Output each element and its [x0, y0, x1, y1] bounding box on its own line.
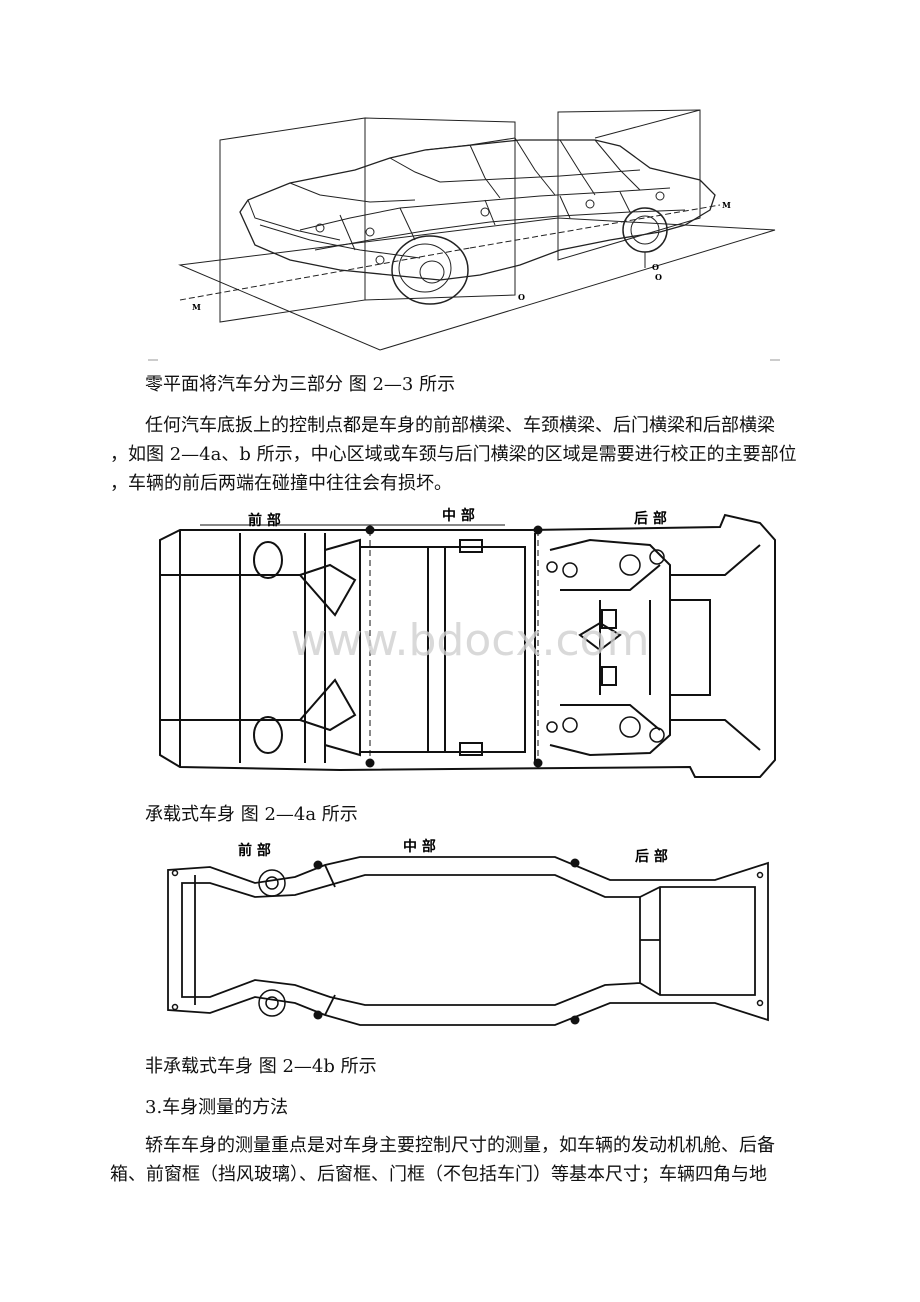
- paragraph-line-2: 箱、前窗框（挡风玻璃）、后窗框、门框（不包括车门）等基本尺寸；车辆四角与地: [110, 1164, 767, 1185]
- label-middle: 中 部: [442, 507, 475, 524]
- frame-chassis-figure: 前 部 中 部 后 部: [167, 838, 769, 1026]
- paragraph-measurement: 轿车车身的测量重点是对车身主要控制尺寸的测量，如车辆的发动机机舱、后备 箱、前窗…: [110, 1131, 810, 1189]
- paragraph-line-1: 任何汽车底扳上的控制点都是车身的前部横梁、车颈横梁、后门横梁和后部横梁: [145, 415, 775, 436]
- o-label-right-2: O: [655, 272, 662, 282]
- paragraph-line-3: ，车辆的前后两端在碰撞中往往会有损坏。: [110, 473, 452, 494]
- paragraph-line-2: ，如图 2—4a、b 所示，中心区域或车颈与后门横梁的区域是需要进行校正的主要部…: [110, 444, 797, 465]
- paragraph-line-1: 轿车车身的测量重点是对车身主要控制尺寸的测量，如车辆的发动机机舱、后备: [145, 1135, 775, 1156]
- o-label-center: O: [518, 292, 525, 302]
- watermark: www.bdocx.com: [291, 615, 650, 666]
- section-heading: 3.车身测量的方法: [145, 1097, 289, 1118]
- unibody-underbody-figure: www.bdocx.com 前 部 中 部 后 部: [159, 507, 776, 778]
- m-label-right: M: [722, 200, 731, 210]
- car-zero-plane-figure: M M O O O: [148, 109, 780, 361]
- paragraph-control-points: 任何汽车底扳上的控制点都是车身的前部横梁、车颈横梁、后门横梁和后部横梁 ，如图 …: [110, 411, 810, 498]
- m-label-left: M: [192, 302, 201, 312]
- label-middle: 中 部: [403, 838, 436, 855]
- label-front: 前 部: [248, 512, 281, 529]
- label-rear: 后 部: [634, 510, 667, 527]
- label-front: 前 部: [238, 842, 271, 859]
- figure-caption-2-4b: 非承载式车身 图 2—4b 所示: [145, 1056, 377, 1077]
- figure-caption-2-3: 零平面将汽车分为三部分 图 2—3 所示: [145, 374, 456, 395]
- o-label-right-1: O: [652, 262, 659, 272]
- label-rear: 后 部: [635, 848, 668, 865]
- figure-caption-2-4a: 承载式车身 图 2—4a 所示: [145, 804, 358, 825]
